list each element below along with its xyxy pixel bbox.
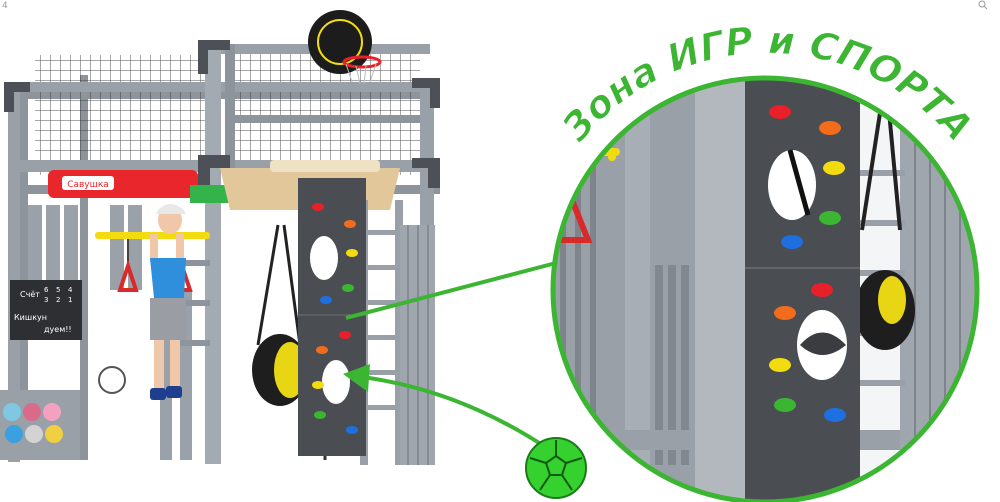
chalk-num: 1 [68, 296, 72, 304]
chalk-num: 3 [44, 296, 48, 304]
chalk-writing: дуем!! [44, 325, 72, 334]
corner-number: 4 [2, 1, 8, 11]
zoomed-detail [553, 78, 977, 502]
climbing-wall-large [745, 78, 860, 502]
bicycle-wheel [98, 366, 126, 394]
pointer [343, 256, 576, 452]
climbing-hold-icon [312, 203, 358, 434]
climbing-hold-icon [769, 105, 846, 422]
chalk-num: 2 [56, 296, 60, 304]
football-icon [525, 437, 587, 499]
chalkboard: Счёт 6 5 4 3 2 1 Кишкун дуем!! [10, 280, 82, 340]
sign-text: Савушка [67, 180, 109, 190]
magnifier-icon [550, 75, 980, 502]
chalk-num: 4 [68, 286, 73, 294]
rope-net [35, 55, 220, 175]
chalk-num: 5 [56, 286, 60, 294]
playground-structure: Савушка [0, 10, 440, 465]
chalk-num: 6 [44, 286, 49, 294]
chalk-writing: Кишкун [14, 313, 47, 322]
chalk-score-label: Счёт [20, 290, 40, 299]
balls-shelf [3, 403, 63, 443]
magnifier-ring [550, 75, 980, 502]
child-figure [150, 204, 186, 400]
magnifier-icon [978, 0, 988, 10]
basketball-hoop-icon [308, 10, 382, 85]
